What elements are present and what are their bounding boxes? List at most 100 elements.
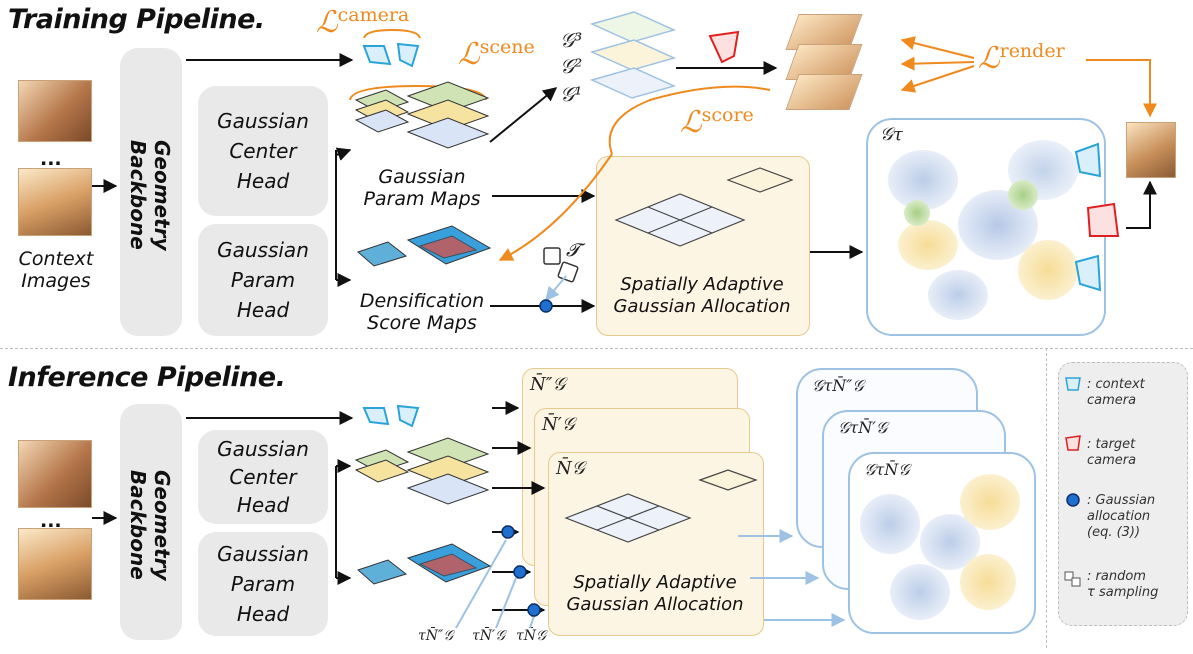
g1-label: 𝒢¹ xyxy=(560,82,583,106)
scene-g-tau xyxy=(848,452,1036,634)
center-head-label-train: Gaussian Center Head xyxy=(217,109,309,193)
loss-score: ℒscore xyxy=(680,104,754,140)
n-pp-label: N̄″𝒢 xyxy=(530,374,566,395)
alloc-quadtree-train xyxy=(614,167,794,247)
tau-label: τN̄𝒢 xyxy=(516,628,546,644)
param-head-label-inf: Gaussian Param Head xyxy=(217,542,309,626)
param-maps-label: Gaussian Param Maps xyxy=(363,166,481,210)
scene-brace xyxy=(349,84,487,101)
geometry-backbone-train xyxy=(120,48,182,336)
score-arc xyxy=(608,85,771,155)
render-arrow xyxy=(900,56,975,71)
arrow xyxy=(455,539,507,629)
loss-arrows xyxy=(349,28,1157,261)
loss-symbol: ℒ xyxy=(316,5,338,40)
allocation-label-train: Spatially Adaptive Gaussian Allocation xyxy=(613,274,791,317)
inference-title: Inference Pipeline. xyxy=(8,362,286,393)
n-label: N̄𝒢 xyxy=(556,458,585,479)
tau-label: 𝓣 xyxy=(566,240,580,261)
inference-arrows xyxy=(92,401,546,617)
gaussian-blob xyxy=(898,220,958,270)
scene-target-camera-icon xyxy=(1086,202,1120,237)
legend-target-camera: : target camera xyxy=(1065,437,1136,469)
camera-brace xyxy=(363,28,421,39)
legend-gaussian-allocation: : Gaussian allocation (eq. (3)) xyxy=(1065,493,1155,541)
loss-camera: ℒcamera xyxy=(316,4,409,40)
tau-label-p: τN̄′𝒢 xyxy=(472,628,506,644)
gaussian-blob xyxy=(904,200,930,226)
legend-target-camera-text: : target camera xyxy=(1087,437,1137,468)
gaussian-blob xyxy=(888,150,958,210)
scene-context-camera-icon xyxy=(1074,142,1102,292)
gaussian-param-head-inf xyxy=(198,532,328,636)
loss-scene-sup: scene xyxy=(479,36,535,58)
arrow xyxy=(489,87,558,143)
inf-param-maps-icon xyxy=(354,437,490,505)
gaussian-blob xyxy=(890,564,950,620)
allocation-label-inf: Spatially Adaptive Gaussian Allocation xyxy=(566,572,744,615)
loss-camera-sup: camera xyxy=(337,4,410,26)
context-image-bottom xyxy=(18,168,92,236)
arrow xyxy=(495,577,517,629)
render-output-image xyxy=(1126,122,1176,178)
allocation-dot-icon xyxy=(513,565,527,579)
gaussian-param-head-train xyxy=(198,224,328,336)
context-ellipsis: ... xyxy=(40,148,62,170)
loss-render-sup: render xyxy=(999,40,1065,62)
gaussian-blob xyxy=(960,474,1020,530)
allocation-dot-icon xyxy=(501,525,515,539)
loss-score-sup: score xyxy=(701,104,754,126)
legend-allocation-dot-icon xyxy=(1066,493,1080,507)
gaussian-blob xyxy=(860,494,920,554)
g3-label: 𝒢³ xyxy=(560,28,583,52)
arrow xyxy=(529,615,535,629)
center-head-label-inf: Gaussian Center Head xyxy=(217,437,309,517)
training-arrows xyxy=(92,53,1157,313)
g-stack-icon xyxy=(589,11,677,99)
g-tau-pp-label: 𝒢τN̄″𝒢 xyxy=(812,376,864,395)
loss-render: ℒrender xyxy=(978,40,1065,76)
gaussian-center-head-inf xyxy=(198,430,328,524)
render-arrow xyxy=(1086,59,1157,118)
scene-g-tau xyxy=(866,118,1106,336)
render-arrow xyxy=(900,36,975,59)
legend-context-camera-icon xyxy=(1065,377,1081,391)
alloc-quadtree-inf xyxy=(564,469,758,543)
dice-icon xyxy=(543,247,579,283)
target-camera-icon xyxy=(708,30,740,64)
g-tau-label-inf: 𝒢τN̄𝒢 xyxy=(864,460,910,479)
inf-score-maps-icon xyxy=(357,543,492,585)
g2-label: 𝒢² xyxy=(560,54,583,78)
legend-gaussian-allocation-text: : Gaussian allocation (eq. (3)) xyxy=(1087,493,1156,540)
inf-context-ellipsis: ... xyxy=(40,510,62,532)
geometry-backbone-label-train: Geometry Backbone xyxy=(126,139,174,251)
geometry-backbone-inf xyxy=(120,404,182,640)
legend-context-camera: : context camera xyxy=(1065,377,1145,409)
loss-symbol: ℒ xyxy=(978,41,1000,76)
gaussian-center-head-train xyxy=(198,86,328,216)
arrow xyxy=(1126,180,1157,229)
training-title: Training Pipeline. xyxy=(8,4,265,35)
inf-context-image-bottom xyxy=(18,528,92,600)
n-p-label: N̄′𝒢 xyxy=(542,414,575,435)
loss-symbol: ℒ xyxy=(680,105,702,140)
g-tau-label: 𝒢τ xyxy=(880,124,903,145)
inf-context-camera-icon xyxy=(362,404,420,428)
gaussian-blob xyxy=(1018,240,1078,300)
legend-dice-icon xyxy=(1064,571,1081,587)
tau-label-pp: τN̄″𝒢 xyxy=(418,628,454,644)
gaussian-blob xyxy=(1008,180,1038,210)
legend-context-camera-text: : context camera xyxy=(1087,377,1145,408)
legend-random-tau-text: : random τ sampling xyxy=(1087,569,1159,600)
render-arrow xyxy=(900,65,975,93)
gaussian-blob xyxy=(928,270,988,320)
geometry-backbone-label-inf: Geometry Backbone xyxy=(126,469,174,581)
legend-target-camera-icon xyxy=(1065,435,1081,451)
loss-scene: ℒscene xyxy=(458,36,535,72)
loss-symbol: ℒ xyxy=(458,37,480,72)
tau-sample-arrow xyxy=(545,275,567,302)
context-images-label: Context Images xyxy=(18,248,94,292)
legend-divider xyxy=(1046,348,1047,648)
inference-output-arrows xyxy=(455,529,846,629)
section-divider xyxy=(0,348,1193,349)
